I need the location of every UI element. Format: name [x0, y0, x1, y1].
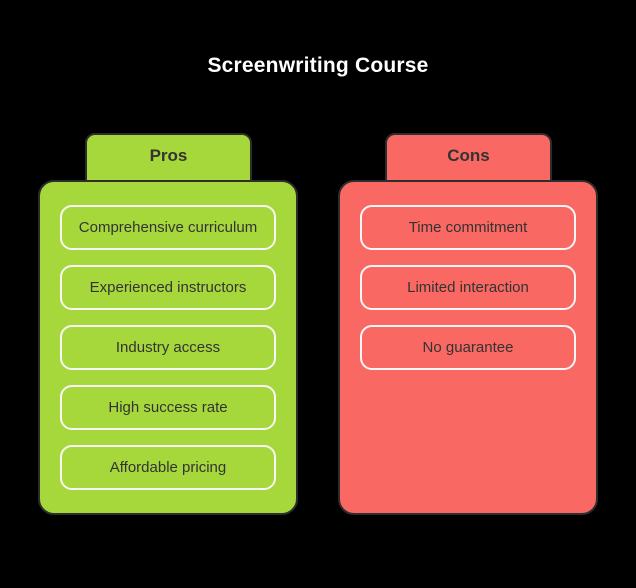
pros-item: Comprehensive curriculum	[60, 205, 276, 250]
cons-header-tab: Cons	[385, 133, 552, 187]
cons-item-label: Limited interaction	[407, 279, 529, 296]
cons-item: No guarantee	[360, 325, 576, 370]
pros-panel: Comprehensive curriculum Experienced ins…	[38, 180, 298, 515]
pros-item-label: Industry access	[115, 339, 221, 356]
pros-item: Affordable pricing	[60, 445, 276, 490]
cons-item-label: Time commitment	[408, 219, 528, 236]
pros-item-label: Affordable pricing	[109, 459, 227, 476]
cons-panel: Time commitment Limited interaction No g…	[338, 180, 598, 515]
pros-item-label: Experienced instructors	[89, 279, 247, 296]
page-title: Screenwriting Course	[207, 54, 429, 77]
pros-item-label: Comprehensive curriculum	[78, 219, 258, 236]
pros-item: High success rate	[60, 385, 276, 430]
cons-item: Limited interaction	[360, 265, 576, 310]
pros-item: Experienced instructors	[60, 265, 276, 310]
pros-header-label: Pros	[149, 145, 188, 165]
cons-header-label: Cons	[447, 145, 490, 165]
pros-header-tab: Pros	[85, 133, 252, 187]
pros-item-label: High success rate	[108, 399, 228, 416]
cons-item-label: No guarantee	[422, 339, 514, 356]
cons-item: Time commitment	[360, 205, 576, 250]
pros-item: Industry access	[60, 325, 276, 370]
